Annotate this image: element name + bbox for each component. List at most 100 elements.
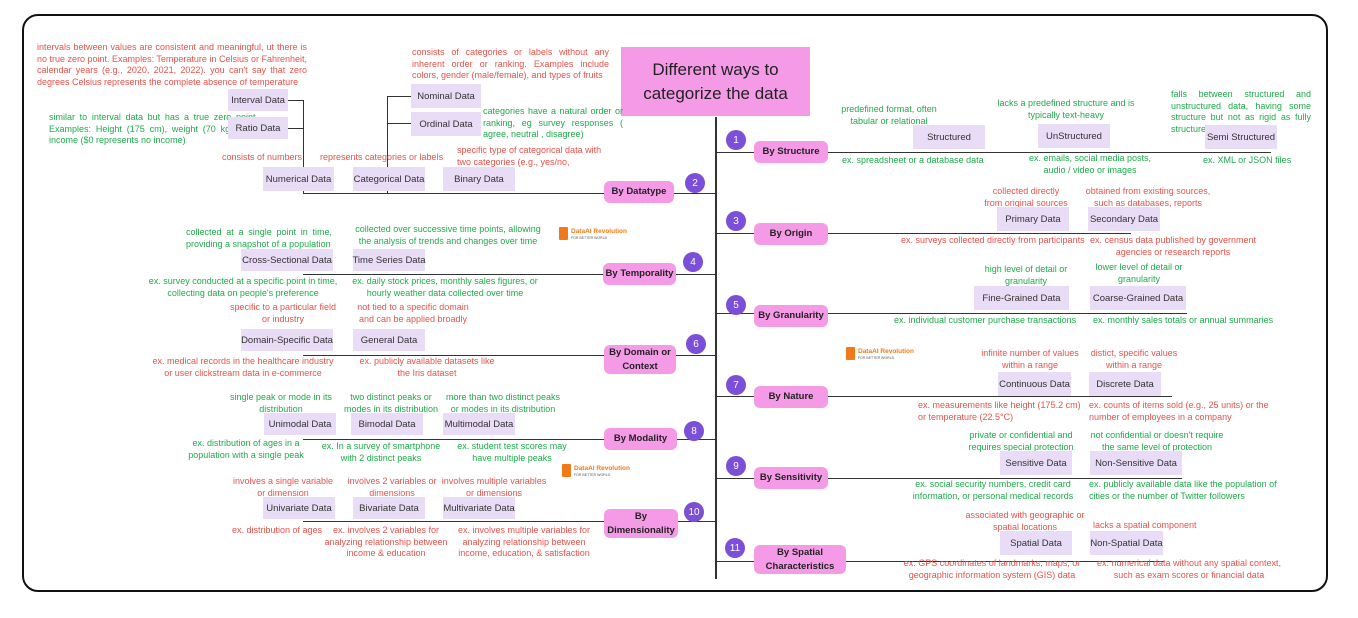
category-modality: By Modality <box>604 428 677 450</box>
nonspatial-description: lacks a spatial component <box>1093 520 1197 530</box>
mind-map-frame <box>22 14 1328 592</box>
domain-specific-example: ex. medical records in the healthcare in… <box>152 356 334 378</box>
branch-dimensionality <box>303 521 715 522</box>
time-series-example: ex. daily stock prices, monthly sales fi… <box>352 276 538 298</box>
bimodal-example: ex. In a survey of smartphone with 2 dis… <box>321 441 441 463</box>
nonsensitive-example: ex. publicly available data like the pop… <box>1089 479 1277 501</box>
branch-modality <box>303 439 715 440</box>
category-origin: By Origin <box>754 223 828 245</box>
logo-text: DataAI Revolution <box>574 464 630 472</box>
node-multivariate-data: Multivariate Data <box>443 497 515 519</box>
branch-ordinal <box>387 123 411 124</box>
coarse-grained-example: ex. monthly sales totals or annual summa… <box>1093 315 1274 325</box>
time-series-description: collected over successive time points, a… <box>355 224 541 246</box>
general-description: not tied to a specific domain and can be… <box>357 302 469 324</box>
node-bivariate-data: Bivariate Data <box>353 497 425 519</box>
fine-grained-description: high level of detail or granularity <box>984 264 1068 286</box>
node-univariate-data: Univariate Data <box>263 497 335 519</box>
category-sensitivity: By Sensitivity <box>754 467 828 489</box>
diagram-title: Different ways to categorize the data <box>621 47 810 116</box>
branch-domain <box>303 355 715 356</box>
badge-10: 10 <box>684 502 704 522</box>
node-time-series-data: Time Series Data <box>352 249 426 271</box>
secondary-example: ex. census data published by government … <box>1089 235 1257 257</box>
bivariate-example: ex. involves 2 variables for analyzing r… <box>324 525 448 558</box>
branch-temporality <box>303 274 715 275</box>
node-numerical-data: Numerical Data <box>263 167 334 191</box>
univariate-description: involves a single variable or dimension <box>232 476 334 498</box>
category-temporality: By Temporality <box>603 263 676 285</box>
continuous-example: ex. measurements like height (175.2 cm) … <box>918 400 1081 422</box>
semi-structured-example: ex. XML or JSON files <box>1203 155 1292 165</box>
badge-3: 3 <box>726 211 746 231</box>
cross-sectional-description: collected at a single point in time, pro… <box>186 227 332 249</box>
branch-nature <box>716 396 1172 397</box>
logo-tagline: FOR BETTER WORLD <box>571 235 608 240</box>
bivariate-description: involves 2 variables or dimensions <box>347 476 437 498</box>
semi-structured-description: falls between structured and unstructure… <box>1171 89 1311 134</box>
badge-11: 11 <box>725 538 745 558</box>
node-nonsensitive-data: Non-Sensitive Data <box>1090 451 1182 475</box>
node-semi-structured: Semi Structured <box>1205 125 1277 149</box>
category-granularity: By Granularity <box>754 305 828 327</box>
multimodal-example: ex. student test scores may have multipl… <box>457 441 567 463</box>
node-categorical-data: Categorical Data <box>353 167 425 191</box>
branch-structure <box>716 152 1271 153</box>
univariate-example: ex. distribution of ages <box>232 525 323 535</box>
domain-specific-description: specific to a particular field or indust… <box>229 302 337 324</box>
continuous-description: infinite number of values within a range <box>981 348 1079 370</box>
sensitive-description: private or confidential and requires spe… <box>968 430 1074 452</box>
node-sensitive-data: Sensitive Data <box>1000 451 1072 475</box>
badge-6: 6 <box>686 334 706 354</box>
unimodal-example: ex. distribution of ages in a population… <box>188 438 304 460</box>
node-domain-specific-data: Domain-Specific Data <box>241 329 333 351</box>
interval-description: intervals between values are consistent … <box>37 42 307 87</box>
spatial-example: ex. GPS coordinates of landmarks, maps, … <box>903 558 1081 580</box>
bimodal-description: two distinct peaks or modes in its distr… <box>343 392 439 414</box>
discrete-example: ex. counts of items sold (e.g., 25 units… <box>1089 400 1269 422</box>
node-ordinal-data: Ordinal Data <box>411 112 481 136</box>
multimodal-description: more than two distinct peaks or modes in… <box>445 392 561 414</box>
primary-example: ex. surveys collected directly from part… <box>901 235 1085 245</box>
multivariate-description: involves multiple variables or dimension… <box>441 476 547 498</box>
node-primary-data: Primary Data <box>997 207 1069 231</box>
node-coarse-grained-data: Coarse-Grained Data <box>1090 286 1186 310</box>
branch-interval <box>288 100 303 101</box>
node-unstructured: UnStructured <box>1038 124 1110 148</box>
node-spatial-data: Spatial Data <box>1000 531 1072 555</box>
category-domain-context: By Domain or Context <box>604 345 676 374</box>
badge-7: 7 <box>726 375 746 395</box>
logo-icon <box>559 227 568 240</box>
branch-categorical-stem <box>387 96 388 193</box>
ordinal-description: categories have a natural order or ranki… <box>483 106 623 139</box>
badge-2: 2 <box>685 173 705 193</box>
node-bimodal-data: Bimodal Data <box>351 413 423 435</box>
unstructured-example: ex. emails, social media posts, audio / … <box>1028 153 1152 175</box>
branch-numerical-stem <box>303 100 304 193</box>
structured-example: ex. spreadsheet or a database data <box>842 155 984 165</box>
badge-9: 9 <box>726 456 746 476</box>
unstructured-description: lacks a predefined structure and is typi… <box>997 98 1135 120</box>
cross-sectional-example: ex. survey conducted at a specific point… <box>148 276 338 298</box>
logo-text: DataAI Revolution <box>571 227 627 235</box>
node-binary-data: Binary Data <box>443 167 515 191</box>
nonsensitive-description: not confidential or doesn't require the … <box>1090 430 1224 452</box>
badge-8: 8 <box>684 421 704 441</box>
category-structure: By Structure <box>754 141 828 163</box>
category-dimensionality: By Dimensionality <box>604 509 678 538</box>
node-cross-sectional-data: Cross-Sectional Data <box>241 249 333 271</box>
branch-datatype <box>303 193 715 194</box>
secondary-description: obtained from existing sources, such as … <box>1085 186 1211 208</box>
logo-tagline: FOR BETTER WORLD <box>574 472 611 477</box>
multivariate-example: ex. involves multiple variables for anal… <box>457 525 591 558</box>
discrete-description: distict, specific values within a range <box>1090 348 1178 370</box>
node-continuous-data: Continuous Data <box>998 372 1071 396</box>
branch-spatial <box>716 561 1164 562</box>
primary-description: collected directly from original sources <box>984 186 1068 208</box>
unimodal-description: single peak or mode in its distribution <box>229 392 333 414</box>
category-nature: By Nature <box>754 386 828 408</box>
nominal-description: consists of categories or labels without… <box>412 47 609 80</box>
